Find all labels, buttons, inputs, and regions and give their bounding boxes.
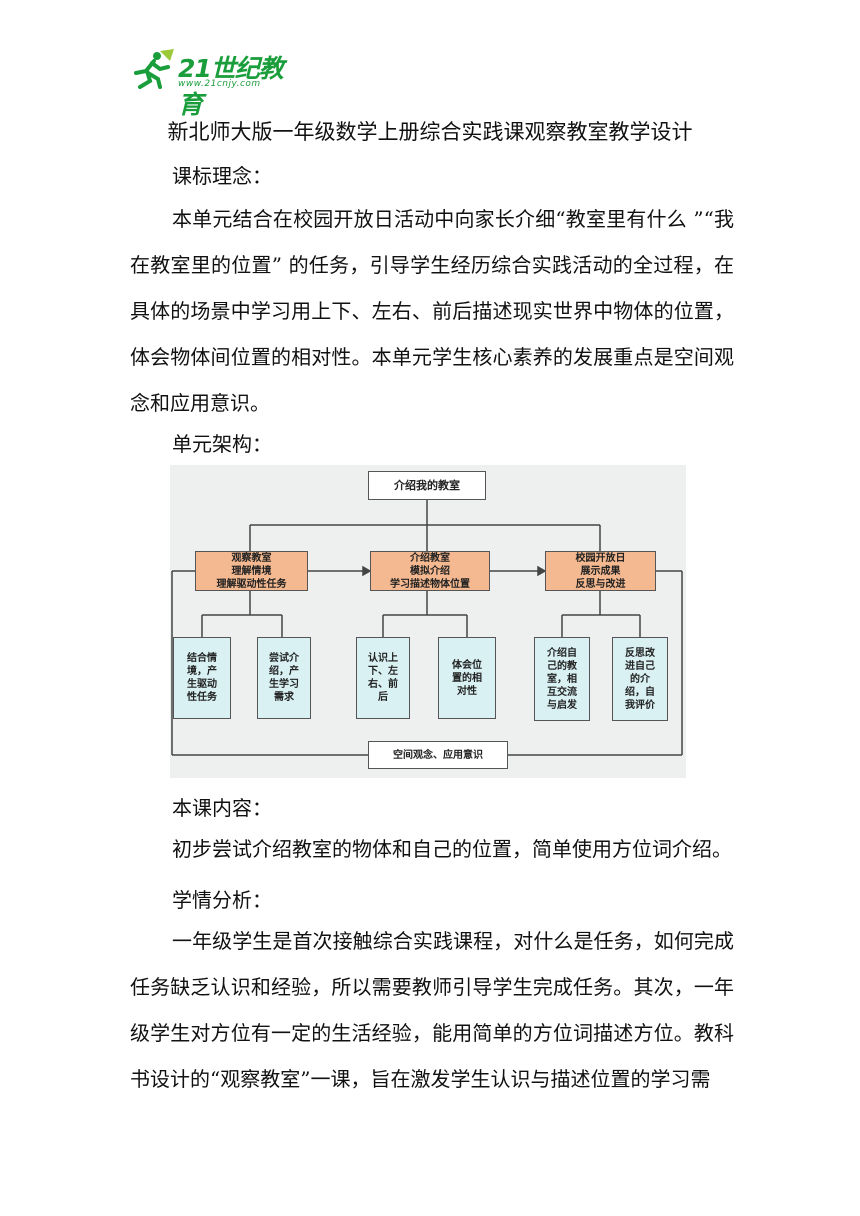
root-box: 介绍我的教室 bbox=[368, 471, 486, 500]
site-logo: 21世纪教育 www.21cnjy.com bbox=[130, 47, 300, 119]
task-box-1: 结合情 境，产 生驱动 性任务 bbox=[173, 637, 231, 719]
analysis-paragraph: 一年级学生是首次接触综合实践课程，对什么是任务，如何完成任务缺乏认识和经验，所以… bbox=[130, 929, 734, 1091]
task-box-5: 介绍自 己的教 室，相 互交流 与启发 bbox=[534, 637, 590, 721]
document-title: 新北师大版一年级数学上册综合实践课观察教室教学设计 bbox=[167, 120, 693, 144]
phase-box-3: 校园开放日 展示成果 反思与改进 bbox=[545, 551, 656, 591]
phase-box-1: 观察教室 理解情境 理解驱动性任务 bbox=[195, 551, 308, 591]
unit-structure-diagram: 介绍我的教室 观察教室 理解情境 理解驱动性任务 介绍教室 模拟介绍 学习描述物… bbox=[170, 465, 686, 778]
analysis-heading: 学情分析： bbox=[172, 888, 272, 912]
task-box-4: 体会位 置的相 对性 bbox=[438, 637, 496, 719]
content-heading: 本课内容： bbox=[172, 796, 272, 820]
task-box-2: 尝试介 绍，产 生学习 需求 bbox=[257, 637, 311, 719]
diagram-connectors bbox=[171, 500, 683, 756]
bottom-box: 空间观念、应用意识 bbox=[368, 741, 508, 769]
task-box-3: 认识上 下、左 右、前 后 bbox=[356, 637, 410, 719]
logo-text: 21世纪教育 bbox=[178, 54, 284, 119]
structure-heading: 单元架构： bbox=[172, 432, 272, 456]
phase-box-2: 介绍教室 模拟介绍 学习描述物体位置 bbox=[370, 551, 490, 591]
curriculum-heading: 课标理念： bbox=[172, 164, 272, 188]
content-paragraph: 初步尝试介绍教室的物体和自己的位置，简单使用方位词介绍。 bbox=[172, 837, 732, 861]
runner-logo-icon bbox=[134, 49, 174, 89]
task-box-6: 反思改 进自己 的介 绍，自 我评价 bbox=[612, 637, 668, 721]
logo-url: www.21cnjy.com bbox=[178, 79, 261, 89]
curriculum-paragraph: 本单元结合在校园开放日活动中向家长介细“教室里有什么 ”“我在教室里的位置” 的… bbox=[130, 207, 734, 415]
